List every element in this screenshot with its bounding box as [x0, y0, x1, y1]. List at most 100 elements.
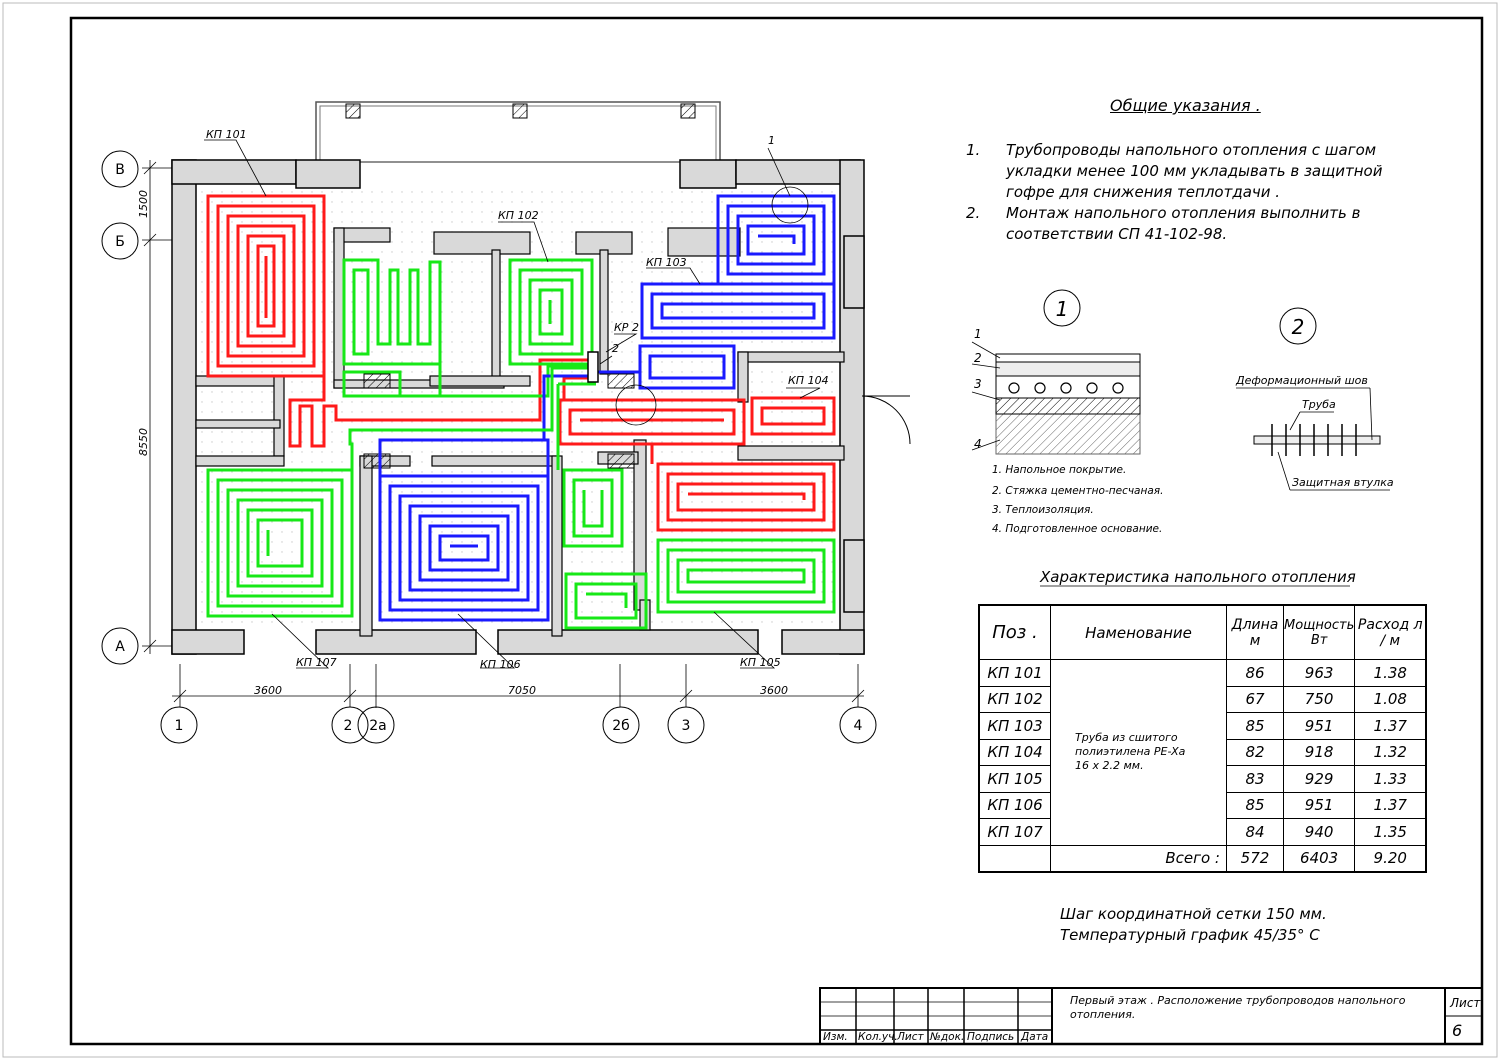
cell-pos: КП 105 — [978, 765, 1051, 793]
cell-length: 82 — [1226, 738, 1284, 766]
cell-power: 951 — [1282, 712, 1356, 740]
exterior-walls — [171, 159, 865, 655]
detail-1-layer-4: 4 — [974, 437, 982, 451]
loop-kp105 — [556, 382, 836, 630]
note-2: 2. Монтаж напольного отопления выполнить… — [966, 203, 1386, 247]
detail-1: 1 1 2 3 4 1. Напольное покрытие. 2. Стяж… — [971, 289, 1163, 535]
cell-power: 963 — [1282, 659, 1356, 687]
grid-row-b: Б — [115, 234, 125, 250]
loop-kp101 — [206, 194, 596, 448]
label-kp106: КП 106 — [480, 658, 521, 671]
notes-title: Общие указания . — [1110, 96, 1261, 115]
cell-power: 951 — [1282, 791, 1356, 819]
detail-1-legend-1: 1. Напольное покрытие. — [992, 464, 1126, 476]
footnote-grid-step: Шаг координатной сетки 150 мм. — [1060, 905, 1327, 923]
label-manifold: КР 2 — [614, 321, 639, 334]
cell-power: 750 — [1282, 685, 1356, 713]
dim-1500: 1500 — [137, 190, 150, 218]
detail-1-mark: 1 — [1056, 297, 1069, 321]
label-kp102: КП 102 — [498, 209, 539, 222]
cell-length: 83 — [1226, 765, 1284, 793]
label-expansion-joint: Деформационный шов — [1235, 374, 1368, 387]
cell-flow: 1.08 — [1354, 685, 1427, 713]
drawing-frame — [69, 16, 1484, 1046]
total-length: 572 — [1226, 844, 1284, 873]
cell-flow: 1.37 — [1354, 712, 1427, 740]
note-1: 1. Трубопроводы напольного отопления с ш… — [966, 140, 1386, 204]
detail-1-layer-1: 1 — [974, 327, 982, 341]
cell-power: 929 — [1282, 765, 1356, 793]
cell-flow: 1.35 — [1354, 818, 1427, 846]
grid-col-1: 1 — [175, 718, 184, 734]
callout-circle — [771, 186, 809, 224]
table-title: Характеристика напольного отопления — [1039, 568, 1356, 586]
total-label: Всего : — [1050, 844, 1227, 873]
dim-8550: 8550 — [137, 428, 150, 456]
callout-1: 1 — [768, 134, 775, 147]
tb-title: Первый этаж . Расположение трубопроводов… — [1070, 994, 1406, 1021]
note-2-num: 2. — [966, 204, 981, 222]
label-kp103: КП 103 — [646, 256, 687, 269]
tb-sheet-no: 6 — [1452, 1021, 1462, 1040]
th-power: Мощность Вт — [1282, 604, 1356, 660]
dim-3600-left: 3600 — [254, 684, 282, 697]
loop-kp102 — [342, 258, 596, 398]
th-name: Наменование — [1050, 604, 1227, 660]
tb-col-koluch: Кол.уч. — [858, 1031, 898, 1043]
detail-1-layer-3: 3 — [974, 377, 982, 391]
label-protective-sleeve: Защитная втулка — [1292, 476, 1394, 489]
detail-1-layer-2: 2 — [974, 351, 982, 365]
cell-flow: 1.38 — [1354, 659, 1427, 687]
detail-1-legend-3: 3. Теплоизоляция. — [992, 504, 1094, 516]
label-kp101: КП 101 — [206, 128, 247, 141]
grid-row-a: А — [115, 639, 125, 655]
grid-col-3: 3 — [682, 718, 691, 734]
tb-col-podpis: Подпись — [967, 1031, 1014, 1043]
dim-7050: 7050 — [508, 684, 536, 697]
cell-pos: КП 102 — [978, 685, 1051, 713]
grid-col-2a: 2а — [369, 718, 387, 734]
tb-col-data: Дата — [1020, 1031, 1048, 1043]
tb-col-list: Лист — [896, 1031, 924, 1043]
footnote-temperature: Температурный график 45/35° С — [1060, 926, 1320, 944]
cell-power: 940 — [1282, 818, 1356, 846]
total-flow: 9.20 — [1354, 844, 1427, 873]
grid-col-2b: 2б — [612, 718, 630, 734]
tb-sheet-label: Лист — [1449, 996, 1481, 1010]
loop-kp106 — [378, 374, 596, 622]
detail-2-mark: 2 — [1292, 315, 1305, 339]
loop-kp103 — [596, 194, 836, 390]
floor-plan: КП 101 КП 102 КП 103 КП 104 КП 105 КП 10… — [101, 101, 911, 744]
grid-row-v: В — [115, 162, 125, 178]
cell-length: 85 — [1226, 712, 1284, 740]
title-block — [819, 987, 1483, 1045]
th-pos: Поз . — [978, 604, 1051, 660]
cell-pos: КП 104 — [978, 738, 1051, 766]
manifold — [587, 351, 599, 383]
label-kp107: КП 107 — [296, 656, 337, 669]
total-pos — [978, 844, 1051, 873]
tb-col-izm: Изм. — [823, 1031, 848, 1043]
cell-flow: 1.37 — [1354, 791, 1427, 819]
cell-pos: КП 106 — [978, 791, 1051, 819]
callout-2: 2 — [612, 342, 619, 355]
th-flow: Расход л / м — [1354, 604, 1427, 660]
loop-kp107 — [206, 366, 596, 618]
th-length: Длина м — [1226, 604, 1284, 660]
detail-1-legend-2: 2. Стяжка цементно-песчаная. — [992, 485, 1163, 497]
cell-pos: КП 107 — [978, 818, 1051, 846]
label-kp105: КП 105 — [740, 656, 781, 669]
label-kp104: КП 104 — [788, 374, 829, 387]
note-2-text: Монтаж напольного отопления выполнить в … — [1006, 204, 1361, 243]
detail-2: 2 Деформационный шов Труба Защитная втул… — [1235, 307, 1394, 491]
loop-kp104 — [558, 376, 836, 532]
cell-flow: 1.32 — [1354, 738, 1427, 766]
tb-col-ndok: №док. — [929, 1031, 964, 1043]
note-1-num: 1. — [966, 141, 981, 159]
heating-spec-table: Поз . Наменование Длина м Мощность Вт Ра… — [978, 604, 1428, 873]
